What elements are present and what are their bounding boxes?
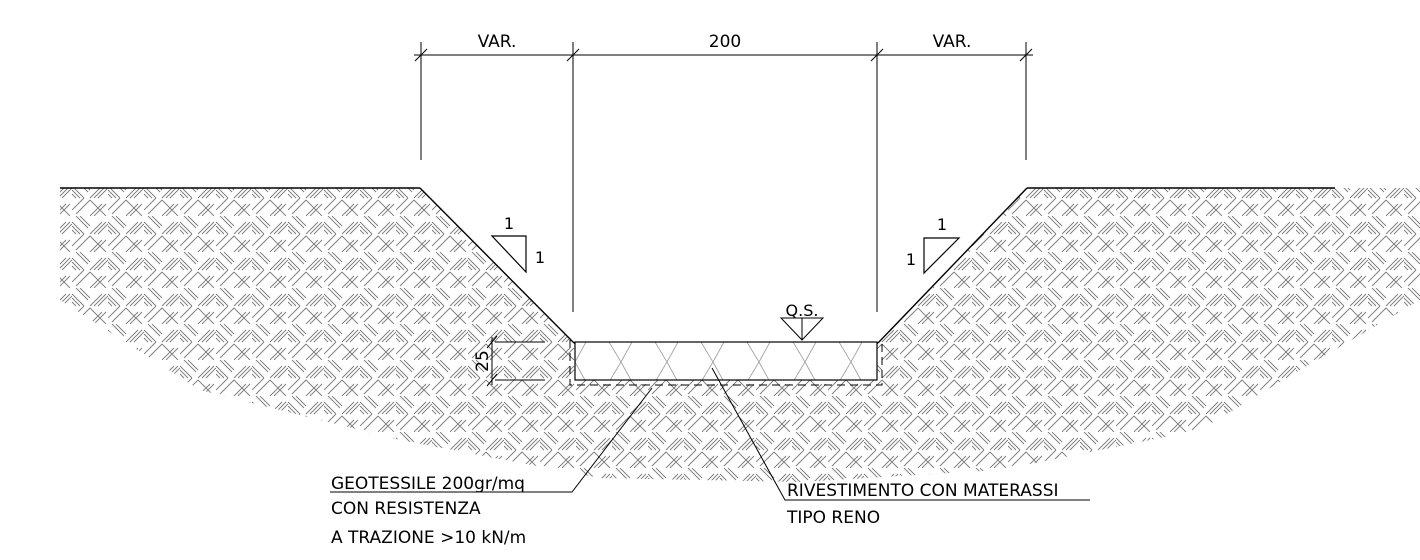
geotextile-layer bbox=[569, 340, 883, 386]
dim-lining-thickness: 25 bbox=[473, 350, 493, 372]
lining-note-line-2: TIPO RENO bbox=[786, 508, 880, 528]
right-slope-indicator: 1 1 bbox=[906, 215, 961, 275]
dim-right-width: VAR. bbox=[933, 32, 972, 52]
top-dimension-line bbox=[414, 48, 1033, 62]
left-slope-vertical: 1 bbox=[535, 248, 545, 267]
geotextile-note-line-2: CON RESISTENZA bbox=[331, 499, 481, 519]
dim-left-width: VAR. bbox=[478, 32, 517, 52]
leader-lines bbox=[330, 367, 1090, 501]
reno-mattress-lining bbox=[574, 341, 878, 381]
right-slope-vertical: 1 bbox=[906, 250, 916, 269]
dim-bottom-width: 200 bbox=[709, 32, 741, 52]
soil-hatching bbox=[60, 188, 1420, 482]
level-marker-label: Q.S. bbox=[786, 301, 819, 320]
left-slope-horizontal: 1 bbox=[504, 214, 514, 233]
geotextile-note-line-3: A TRAZIONE >10 kN/m bbox=[331, 528, 526, 548]
thickness-dimension bbox=[486, 335, 545, 387]
geotextile-note-line-1: GEOTESSILE 200gr/mq bbox=[331, 474, 525, 494]
extension-lines bbox=[420, 42, 1027, 312]
lining-note-line-1: RIVESTIMENTO CON MATERASSI bbox=[787, 481, 1059, 501]
level-marker: Q.S. bbox=[779, 301, 825, 341]
right-slope-horizontal: 1 bbox=[937, 215, 947, 234]
left-slope-indicator: 1 1 bbox=[490, 214, 545, 274]
